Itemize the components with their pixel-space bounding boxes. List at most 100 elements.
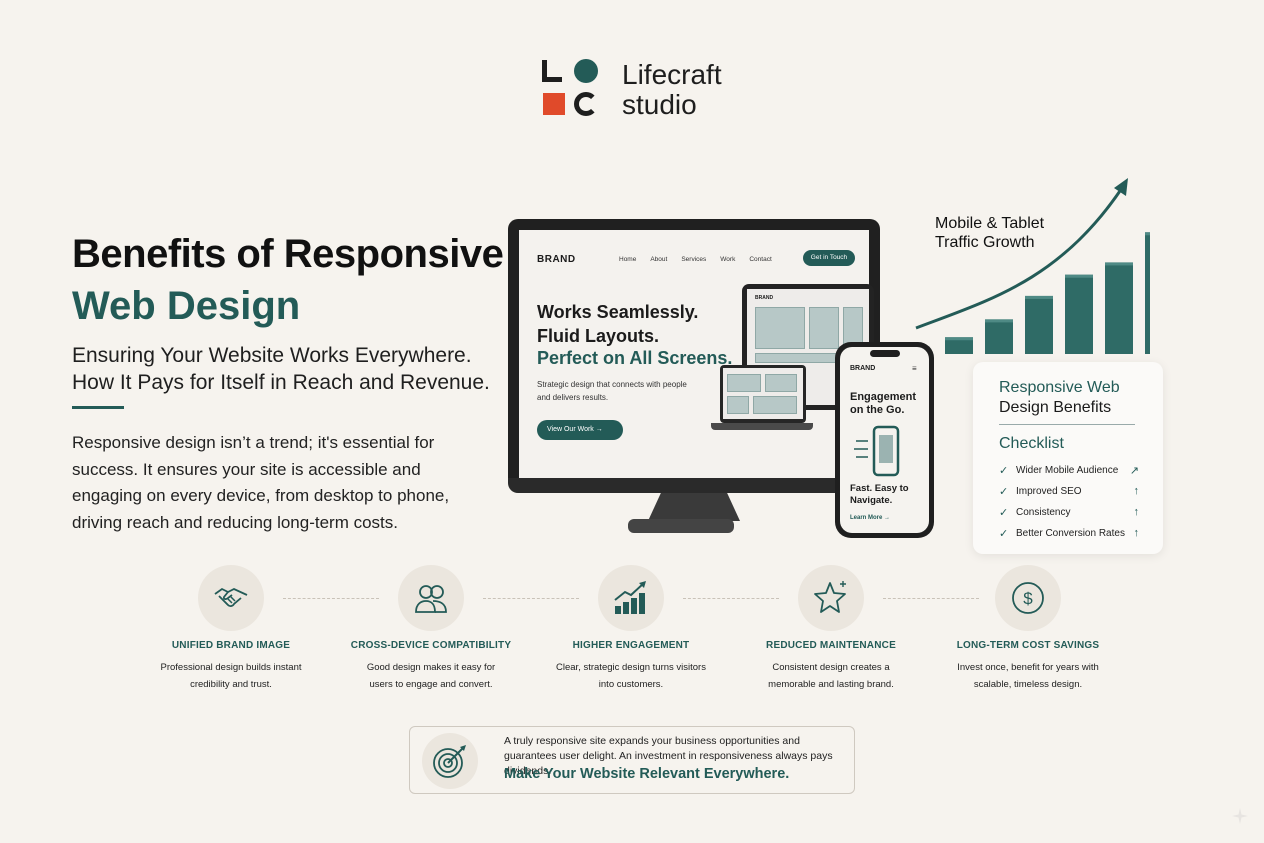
chart-bar-highlight [1105,262,1133,266]
mockup-nav: Home About Services Work Contact [619,256,772,263]
brand-wordmark: Lifecraft studio [622,60,722,120]
mockup-hero-line3: Perfect on All Screens. [537,348,733,368]
chart-bar-4 [1065,274,1093,354]
feature-title: HIGHER ENGAGEMENT [572,640,690,651]
arrow-up-icon: ↑ [1133,527,1140,539]
tablet-layout-block [755,307,805,349]
accent-divider [72,406,124,409]
feature-icon-circle [398,565,464,631]
growth-chart-icon [614,581,646,614]
checklist-item-label: Better Conversion Rates [1016,528,1125,539]
target-icon [433,745,466,778]
feature-connector [683,598,779,599]
chart-bar-2 [985,319,1013,354]
laptop-mockup [720,365,806,423]
monitor-stand [648,493,740,521]
checklist-item: ✓ Better Conversion Rates ↑ [999,527,1139,543]
feature-icon-circle [598,565,664,631]
mockup-hero-line2: Fluid Layouts. [537,326,660,346]
brand-name-line1: Lifecraft [622,59,722,90]
feature-connector [883,598,979,599]
phone-title: Engagement on the Go. [850,391,917,416]
phone-screen: BRAND ≡ Engagement on the Go. Fast. Easy… [840,347,929,533]
feature-reduced-maintenance: REDUCED MAINTENANCE Consistent design cr… [731,565,931,695]
mockup-brand: BRAND [537,254,576,265]
cta-icon-circle [422,733,478,789]
mockup-cta-button[interactable]: Get in Touch [803,250,855,266]
mockup-view-work-button[interactable]: View Our Work → [537,420,623,440]
brand-logo: Lifecraft studio [540,58,800,122]
checklist-item-label: Wider Mobile Audience [1016,465,1119,476]
checklist-item-label: Improved SEO [1016,486,1082,497]
tablet-layout-block [809,307,839,349]
mockup-nav-home[interactable]: Home [619,256,637,263]
arrow-up-right-icon: ↗ [1129,465,1139,477]
mockup-nav-contact[interactable]: Contact [749,256,772,263]
feature-description: Good design makes it easy for users to e… [366,662,496,690]
chart-bar-highlight [1145,232,1150,236]
mockup-nav-about[interactable]: About [650,256,668,263]
arrow-up-icon: ↑ [1133,506,1140,518]
monitor-chin [508,478,880,493]
phone-notch [870,350,900,357]
checklist-item: ✓ Consistency ↑ [999,506,1139,522]
intro-paragraph: Responsive design isn’t a trend; it's es… [72,433,450,532]
feature-connector [283,598,379,599]
trend-arrowhead-icon [1114,178,1128,196]
phone-brand: BRAND [850,365,876,372]
mockup-hero-line1: Works Seamlessly. [537,302,699,322]
page-title-line2: Web Design [72,284,301,328]
checkmark-icon: ✓ [999,486,1009,498]
page-subtitle: Ensuring Your Website Works Everywhere. … [72,342,512,396]
checkmark-icon: ✓ [999,465,1009,477]
laptop-layout-block [727,374,761,392]
dollar-icon: $ [1012,582,1044,614]
phone-tagline: Fast. Easy to Navigate. [850,483,909,506]
card-divider [999,424,1135,425]
mobile-device-icon [854,425,900,477]
feature-connector [483,598,579,599]
feature-description: Invest once, benefit for years with scal… [957,662,1099,690]
phone-learn-more-link[interactable]: Learn More → [850,515,891,521]
benefits-card-title-line1: Responsive Web [999,379,1120,396]
monitor-stand-base [628,519,734,533]
feature-title: LONG-TERM COST SAVINGS [956,640,1100,651]
chart-bar-highlight [985,319,1013,323]
feature-title: UNIFIED BRAND IMAGE [171,640,291,651]
laptop-base [711,423,813,430]
mockup-nav-services[interactable]: Services [681,256,707,263]
feature-cross-device: CROSS-DEVICE COMPATIBILITY Good design m… [331,565,531,695]
checklist-item-label: Consistency [1016,507,1071,518]
laptop-layout-block [727,396,749,414]
laptop-layout-block [765,374,797,392]
benefits-card: Responsive Web Design Benefits Checklist… [973,362,1163,554]
sparkle-icon [1232,808,1248,824]
chart-bar-5 [1105,262,1133,354]
chart-bar-3 [1025,295,1053,354]
mockup-hero-description: Strategic design that connects with peop… [537,380,687,402]
users-icon [415,585,447,613]
chart-title: Mobile & Tablet Traffic Growth [935,214,1065,252]
laptop-screen [723,368,803,419]
checkmark-icon: ✓ [999,528,1009,540]
checkmark-icon: ✓ [999,507,1009,519]
feature-cost-savings: $ LONG-TERM COST SAVINGS Invest once, be… [928,565,1128,695]
feature-title: CROSS-DEVICE COMPATIBILITY [350,640,512,651]
laptop-layout-block [753,396,797,414]
tablet-brand: BRAND [755,295,774,301]
feature-title: REDUCED MAINTENANCE [766,640,896,651]
cta-text: A truly responsive site expands your bus… [504,735,833,777]
chart-title-line2: Traffic Growth [935,234,1035,251]
cta-headline: Make Your Website Relevant Everywhere. [504,766,790,782]
svg-text:$: $ [1023,589,1033,608]
feature-description: Professional design builds instant credi… [160,662,302,690]
feature-unified-brand: UNIFIED BRAND IMAGE Professional design … [131,565,331,695]
hamburger-menu-icon[interactable]: ≡ [912,364,917,373]
traffic-growth-chart [915,178,1150,354]
checklist-item: ✓ Improved SEO ↑ [999,485,1139,501]
chart-bar-6 [1145,232,1150,354]
handshake-icon [214,587,248,607]
mockup-nav-work[interactable]: Work [720,256,736,263]
feature-icon-circle: $ [995,565,1061,631]
feature-higher-engagement: HIGHER ENGAGEMENT Clear, strategic desig… [531,565,731,695]
